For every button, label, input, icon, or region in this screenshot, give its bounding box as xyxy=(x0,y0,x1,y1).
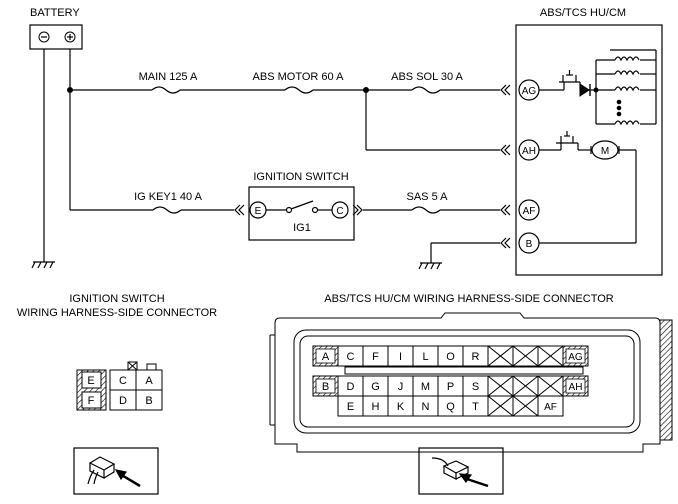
abs-empty-cell xyxy=(487,395,514,417)
ign-pin-d: D xyxy=(119,395,127,407)
terminal-af xyxy=(518,199,540,221)
abs-pin-cell: L xyxy=(412,345,439,367)
abs-pin-cell: R xyxy=(462,345,489,367)
abs-pin-label: C xyxy=(347,351,355,363)
pump-motor xyxy=(591,140,619,160)
abs-empty-cell xyxy=(512,345,539,367)
abs-pin-label: E xyxy=(347,401,354,413)
abs-pin-label: Q xyxy=(446,401,455,413)
abs-pin-label: T xyxy=(472,401,479,413)
abs-empty-cell xyxy=(537,345,564,367)
abs-pin-label: AF xyxy=(544,402,557,413)
abs-pin-cell: C xyxy=(337,345,364,367)
battery xyxy=(29,24,83,50)
probe-illustration-icon xyxy=(418,447,504,495)
abs-tcs-module xyxy=(515,24,663,276)
ign-pin-c: C xyxy=(119,375,127,387)
abs-pin-cell: J xyxy=(387,375,414,397)
ignition-position-label: IG1 xyxy=(293,222,311,234)
abs-pin-label: K xyxy=(397,401,405,413)
abs-pin-label: H xyxy=(372,401,380,413)
terminal-ag-label: AG xyxy=(522,86,537,97)
abs-pin-label: O xyxy=(446,351,455,363)
fuse-abs-sol-label: ABS SOL 30 A xyxy=(391,71,463,83)
abs-empty-cell xyxy=(487,375,514,397)
abs-pin-cell: F xyxy=(362,345,389,367)
abs-pin-cell: Q xyxy=(437,395,464,417)
ign-terminal-e-label: E xyxy=(255,206,262,217)
ign-connector xyxy=(76,361,163,411)
abs-pin-cell: AF xyxy=(537,395,564,417)
ign-pin-e: E xyxy=(87,375,94,387)
abs-pin-cell: O xyxy=(437,345,464,367)
abs-pin-label: S xyxy=(472,381,479,393)
fuse-ig-key1-label: IG KEY1 40 A xyxy=(134,191,203,203)
battery-label: BATTERY xyxy=(30,7,80,19)
probe-illustration-icon xyxy=(73,447,159,495)
abs-pin-label: AG xyxy=(568,352,583,363)
ign-terminal-c-label: C xyxy=(336,206,343,217)
abs-pin-label: AH xyxy=(569,382,583,393)
abs-pin-label: P xyxy=(447,381,454,393)
abs-connector-housing xyxy=(269,312,673,453)
abs-pin-cell: B xyxy=(312,375,339,397)
abs-pin-cell: T xyxy=(462,395,489,417)
abs-pin-cell: P xyxy=(437,375,464,397)
fuse-sas-label: SAS 5 A xyxy=(407,191,449,203)
abs-pin-cell: AH xyxy=(562,375,589,397)
abs-pin-cell: D xyxy=(337,375,364,397)
solenoid-coils xyxy=(614,56,640,126)
ign-pin-a: A xyxy=(145,375,153,387)
ign-connector-title-1: IGNITION SWITCH xyxy=(69,293,164,305)
abs-connector-title: ABS/TCS HU/CM WIRING HARNESS-SIDE CONNEC… xyxy=(324,293,614,305)
terminal-ah-label: AH xyxy=(522,146,536,157)
abs-pin-cell: E xyxy=(337,395,364,417)
abs-pin-label: L xyxy=(422,351,428,363)
abs-pin-label: A xyxy=(322,351,330,363)
abs-pin-label: J xyxy=(398,381,404,393)
ign-pin-b: B xyxy=(145,395,152,407)
terminal-af-label: AF xyxy=(523,206,536,217)
abs-pin-cell: S xyxy=(462,375,489,397)
ignition-switch-title: IGNITION SWITCH xyxy=(253,171,348,183)
terminal-b-label: B xyxy=(526,239,533,250)
abs-pin-label: M xyxy=(421,381,430,393)
abs-pin-label: I xyxy=(399,351,402,363)
abs-empty-cell xyxy=(512,375,539,397)
abs-empty-cell xyxy=(537,375,564,397)
abs-pin-cell: K xyxy=(387,395,414,417)
diode-symbol xyxy=(579,83,590,97)
abs-pin-cell: AG xyxy=(562,345,589,367)
motor-label: M xyxy=(601,146,609,157)
abs-empty-cell xyxy=(512,395,539,417)
abs-pin-label: R xyxy=(472,351,480,363)
abs-pin-cell: M xyxy=(412,375,439,397)
abs-pin-label: B xyxy=(322,381,329,393)
abs-empty-cell xyxy=(487,345,514,367)
abs-pin-cell: H xyxy=(362,395,389,417)
abs-pin-label: D xyxy=(347,381,355,393)
ign-pin-f: F xyxy=(88,395,95,407)
abs-pin-label: F xyxy=(372,351,379,363)
fuse-abs-motor-label: ABS MOTOR 60 A xyxy=(253,71,345,83)
abs-pin-cell: N xyxy=(412,395,439,417)
ign-connector-title-2: WIRING HARNESS-SIDE CONNECTOR xyxy=(17,307,217,319)
abs-pin-label: G xyxy=(371,381,380,393)
abs-pin-cell: A xyxy=(312,345,339,367)
module-label: ABS/TCS HU/CM xyxy=(540,7,626,19)
fuse-main-label: MAIN 125 A xyxy=(139,71,198,83)
abs-pin-cell: G xyxy=(362,375,389,397)
abs-pin-cell: I xyxy=(387,345,414,367)
abs-pin-label: N xyxy=(422,401,430,413)
